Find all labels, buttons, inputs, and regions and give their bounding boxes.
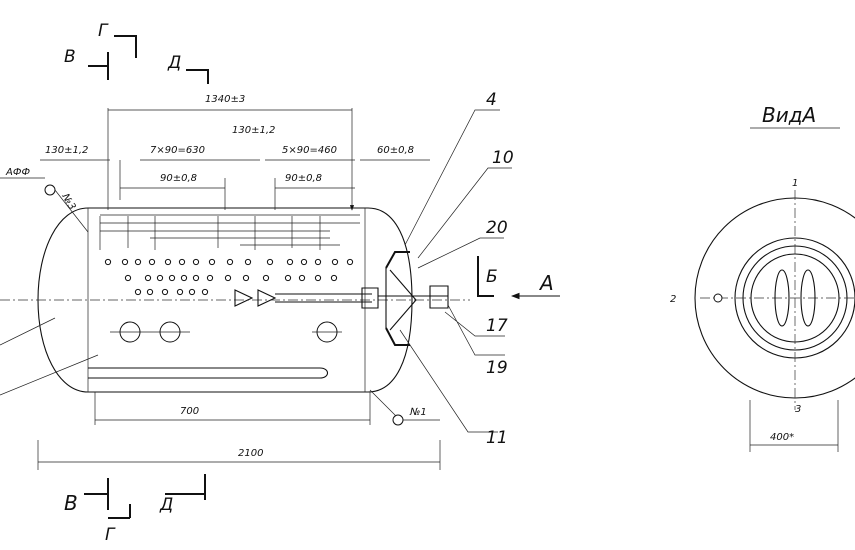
view-arrows: Б А [477,256,560,300]
perforation-hole [298,274,306,282]
perforation-hole [176,288,184,296]
perforation-hole [134,258,142,266]
view-num-3: 3 [795,404,801,415]
perforation-hole [224,274,232,282]
perforation-hole [164,258,172,266]
perforation-hole [124,274,132,282]
perforation-hole [148,258,156,266]
dim-7x90: 7×90=630 [150,145,205,156]
callout-11: 11 [486,428,508,448]
perforation-hole [188,288,196,296]
label-b: Б [486,267,498,287]
perforation-hole [314,258,322,266]
perforation-hole [244,258,252,266]
dim-400: 400* [770,432,794,443]
section-g-top: Г [98,21,109,41]
view-num-1: 1 [792,178,798,189]
callout-20: 20 [486,218,508,238]
section-v-top: В [64,47,76,67]
perforation-hole [208,258,216,266]
perforation-hole [331,258,339,266]
perforation-hole [284,274,292,282]
perforation-hole [121,258,129,266]
perforation-hole [242,274,250,282]
perforation-hole [330,274,338,282]
perforation-hole [314,274,322,282]
perforation-hole [161,288,169,296]
callout-17: 17 [486,316,508,336]
view-a: ВидА 1 2 3 400* [670,103,855,452]
perforation-hole [178,258,186,266]
view-num-2: 2 [670,294,676,305]
perforation-hole [206,274,214,282]
perforation-hole [168,274,176,282]
perforation-hole [201,288,209,296]
perforation-hole [144,274,152,282]
tank-body [0,207,470,393]
section-d-bottom: Д [159,495,173,515]
perforation-hole [134,288,142,296]
perforation-hole [226,258,234,266]
label-no3: №3 [59,191,77,212]
label-a: А [538,271,554,295]
dim-1340: 1340±3 [205,94,245,105]
dim-130-mid: 130±1,2 [232,125,275,136]
agitator-shaft [234,251,449,346]
perforation-hole [192,274,200,282]
label-aff: АФФ [5,167,30,178]
section-d-top: Д [167,53,181,73]
dim-700: 700 [180,406,199,417]
dim-2100: 2100 [238,448,263,459]
perforation-hole [180,274,188,282]
perforation-hole [266,258,274,266]
hole-pattern [104,258,354,296]
section-v-bottom: В [64,491,78,515]
section-marks-bottom: В Г Д [64,474,206,545]
dim-130-left: 130±1,2 [45,145,88,156]
callout-4: 4 [486,90,497,110]
label-no1: №1 [409,407,427,418]
dim-60: 60±0,8 [377,145,414,156]
perforation-hole [300,258,308,266]
perforation-hole [192,258,200,266]
dim-5x90: 5×90=460 [282,145,337,156]
view-a-title: ВидА [762,103,816,127]
dimension-lines: 1340±3 130±1,2 7×90=630 130±1,2 5×90=460… [37,94,441,470]
perforation-hole [146,288,154,296]
perforation-hole [262,274,270,282]
callout-10: 10 [492,148,514,168]
section-g-bottom: Г [105,525,116,545]
dim-90-b: 90±0,8 [285,173,322,184]
section-marks-top: В Г Д [64,21,209,84]
perforation-hole [346,258,354,266]
perforation-hole [104,258,112,266]
perforation-hole [286,258,294,266]
perforation-hole [156,274,164,282]
callouts: 4 10 20 17 19 11 [399,90,514,448]
flange-labels: АФФ №3 №1 [0,167,440,426]
callout-19: 19 [486,358,508,378]
dim-90-a: 90±0,8 [160,173,197,184]
